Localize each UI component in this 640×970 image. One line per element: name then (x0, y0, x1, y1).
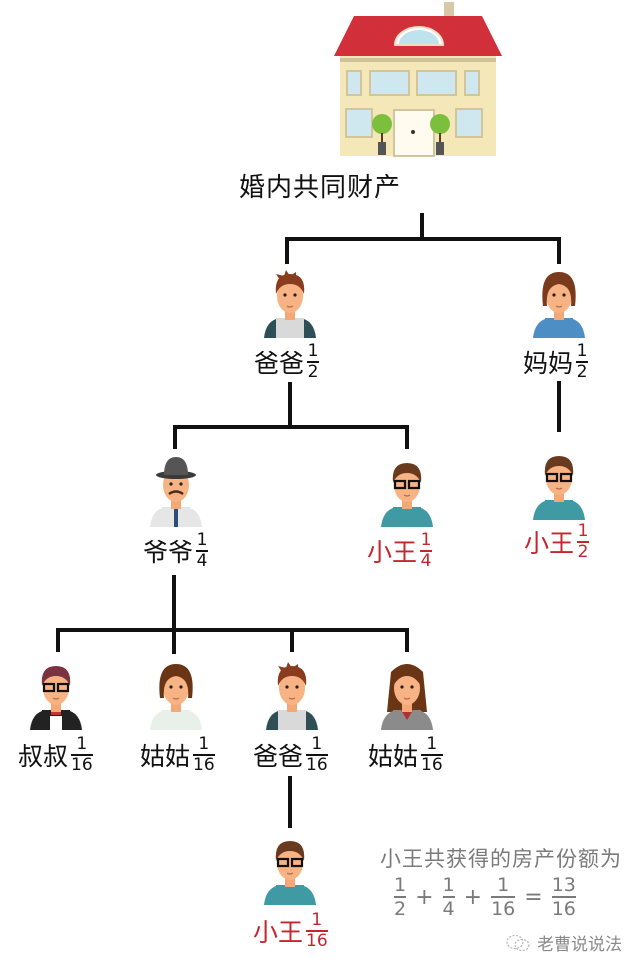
root-label: 婚内共同财产 (238, 173, 401, 203)
avatar-woman-long-hair-icon (381, 664, 433, 730)
node-name: 爸爸 (254, 349, 305, 378)
denominator: 2 (307, 362, 319, 382)
denominator: 2 (577, 542, 589, 562)
numerator: 1 (307, 341, 319, 361)
wechat-icon (506, 934, 530, 951)
denominator: 16 (551, 898, 576, 920)
denominator: 4 (420, 551, 432, 571)
watermark: 老曹说说法 (505, 930, 622, 955)
node-name: 小王 (253, 918, 304, 947)
numerator: 1 (311, 734, 323, 754)
node-name: 姑姑 (140, 742, 191, 771)
numerator: 1 (198, 734, 210, 754)
numerator: 1 (420, 530, 432, 550)
avatar-woman-labcoat-icon (150, 664, 202, 730)
denominator: 16 (421, 755, 443, 775)
denominator: 16 (306, 931, 328, 951)
numerator: 1 (394, 874, 407, 896)
avatar-boy-glasses-icon (381, 463, 433, 527)
avatar-man-tshirt-icon (264, 270, 316, 338)
plus-sign: + (415, 884, 434, 910)
denominator: 2 (394, 898, 407, 920)
avatar-boy-glasses-icon (533, 456, 585, 520)
numerator: 1 (311, 910, 323, 930)
numerator: 1 (497, 874, 510, 896)
tree-connectors (56, 213, 561, 828)
node-name: 小王 (524, 529, 575, 558)
denominator: 16 (306, 755, 328, 775)
denominator: 2 (576, 362, 588, 382)
numerator: 1 (442, 874, 455, 896)
denominator: 4 (442, 898, 455, 920)
denominator: 4 (196, 551, 208, 571)
denominator: 16 (193, 755, 215, 775)
avatar-boy-glasses-icon (264, 841, 316, 905)
watermark-text: 老曹说说法 (537, 935, 622, 955)
node-name: 妈妈 (523, 349, 574, 378)
avatar-man-tuxedo-icon (30, 666, 82, 730)
house-icon (334, 2, 502, 157)
plus-sign: + (463, 884, 483, 910)
summary-text: 小王共获得的房产份额为 (380, 847, 622, 871)
node-name: 小王 (367, 538, 418, 567)
node-name: 姑姑 (368, 742, 419, 771)
numerator: 1 (426, 734, 438, 754)
denominator: 16 (71, 755, 93, 775)
node-name: 爷爷 (143, 538, 194, 567)
numerator: 1 (196, 530, 208, 550)
node-name: 爸爸 (253, 742, 304, 771)
avatar-old-man-hat-icon (150, 457, 202, 527)
equals-sign: = (524, 884, 543, 910)
avatar-man-tshirt-icon (266, 662, 318, 730)
numerator: 1 (577, 521, 589, 541)
numerator: 1 (76, 734, 88, 754)
numerator: 1 (576, 341, 588, 361)
numerator: 13 (551, 874, 576, 896)
denominator: 16 (491, 898, 516, 920)
avatar-woman-short-hair-icon (533, 272, 585, 338)
node-name: 叔叔 (18, 742, 69, 771)
